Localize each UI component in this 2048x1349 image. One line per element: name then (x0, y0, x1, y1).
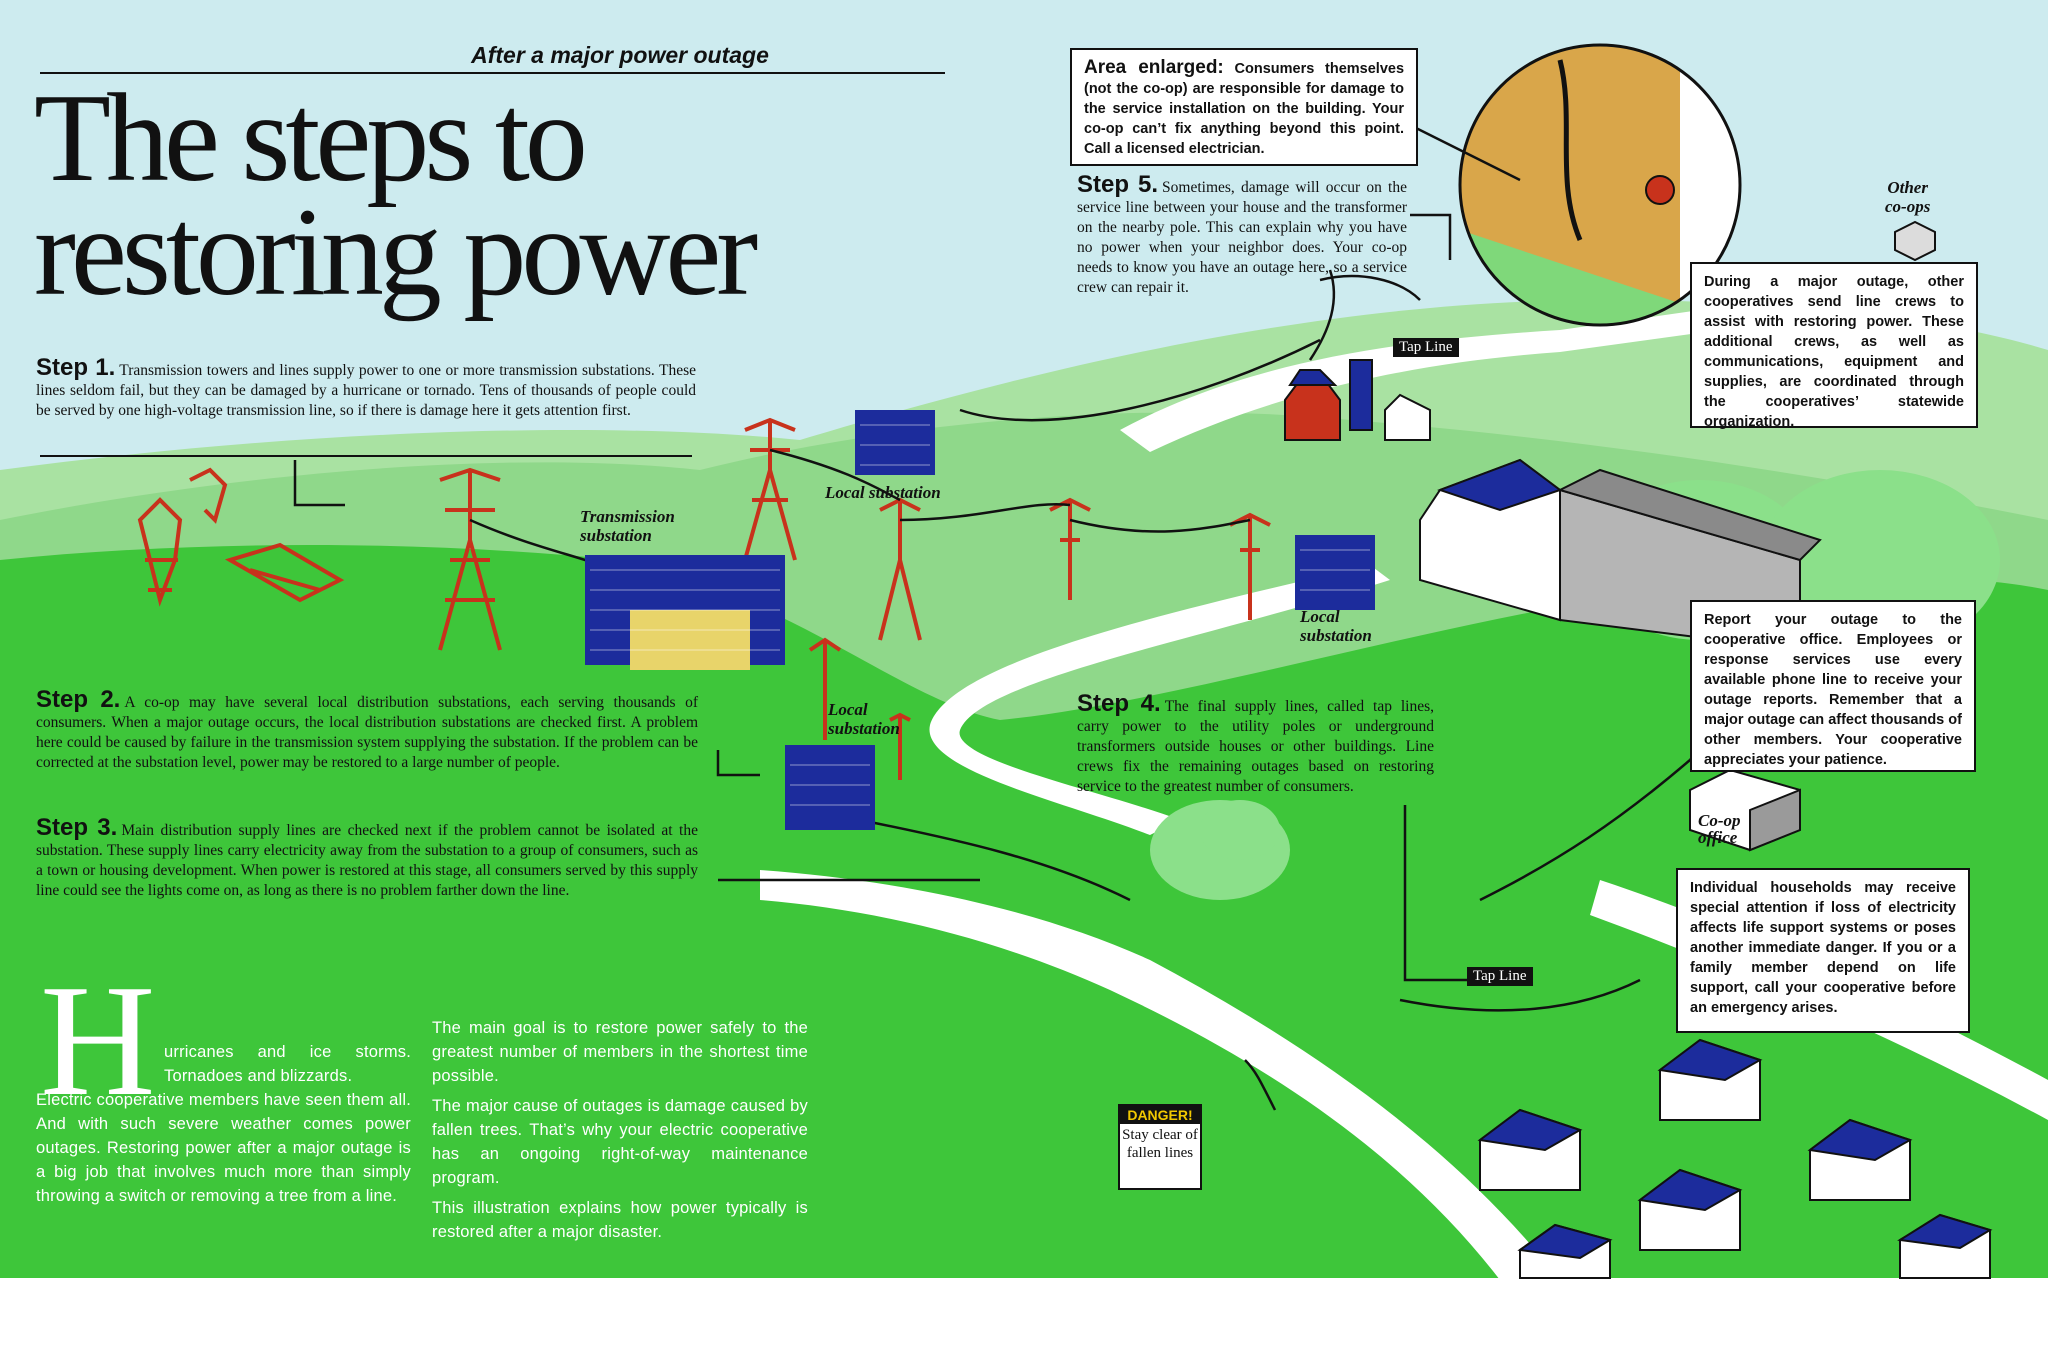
other-coops-building (1894, 220, 1936, 262)
pointer-lines (293, 123, 1521, 1111)
intro-col2: The main goal is to restore power safely… (432, 1016, 808, 1250)
coop-office-building (1689, 768, 1801, 852)
title-line-1: The steps to (34, 69, 588, 208)
report-outage-callout: Report your outage to the cooperative of… (1690, 600, 1976, 772)
area-enlarged-callout: Area enlarged: Consumers themselves (not… (1070, 48, 1418, 166)
road-lower (760, 870, 1560, 1280)
intro-col2-para-2: The major cause of outages is damage cau… (432, 1097, 808, 1187)
label-coop-office: Co-op office (1698, 811, 1741, 847)
substation-lattice (590, 424, 1370, 806)
road-upper (1120, 310, 1720, 452)
kicker: After a major power outage (471, 42, 769, 68)
label-local-substation-mid: Local substation (828, 700, 900, 738)
area-enlarged-text: Consumers themselves (not the co-op) are… (1084, 61, 1405, 157)
transmission-towers (137, 417, 1271, 780)
grass-left (0, 700, 760, 1280)
step-5-text: Sometimes, damage will occur on the serv… (1077, 179, 1407, 296)
intro-col2-para-3: This illustration explains how power typ… (432, 1199, 808, 1241)
drop-cap: H (40, 951, 156, 1129)
other-coops-callout: During a major outage, other cooperative… (1690, 262, 1978, 430)
intro-col2-para-1: The main goal is to restore power safely… (432, 1019, 808, 1085)
kicker-rule (40, 72, 945, 74)
step-4-lead: Step 4. (1077, 690, 1161, 717)
step-4: Step 4.The final supply lines, called ta… (1077, 692, 1434, 797)
area-enlarged-lead: Area enlarged: (1084, 57, 1224, 78)
step-5-lead: Step 5. (1077, 171, 1159, 198)
step-3-text: Main distribution supply lines are check… (36, 822, 698, 899)
step-1-text: Transmission towers and lines supply pow… (36, 362, 696, 419)
title-line-2: restoring power (34, 183, 758, 322)
step-2-lead: Step 2. (36, 686, 121, 713)
tap-line-label-lower: Tap Line (1467, 967, 1533, 986)
step-3-lead: Step 3. (36, 814, 118, 841)
zoom-circle-outline (1458, 43, 1742, 327)
step-1: Step 1.Transmission towers and lines sup… (36, 356, 696, 421)
danger-tag: DANGER! (1120, 1106, 1200, 1124)
danger-message: Stay clear of fallen lines (1122, 1127, 1198, 1161)
step-5: Step 5.Sometimes, damage will occur on t… (1077, 173, 1407, 298)
step-4-text: The final supply lines, called tap lines… (1077, 698, 1434, 795)
step-1-lead: Step 1. (36, 354, 116, 381)
households-callout: Individual households may receive specia… (1676, 868, 1970, 1033)
label-other-coops: Other co-ops (1885, 178, 1931, 216)
label-local-substation-top: Local substation (825, 483, 941, 502)
houses (1477, 1038, 1993, 1279)
page-title: The steps to restoring power (34, 69, 758, 322)
town (1419, 458, 1822, 652)
intro-col1-rest: Electric cooperative members have seen t… (36, 1091, 411, 1205)
step-2: Step 2.A co-op may have several local di… (36, 688, 698, 773)
step-2-text: A co-op may have several local distribut… (36, 694, 698, 771)
farm (1284, 359, 1431, 441)
danger-sign: DANGER! Stay clear of fallen lines (1118, 1104, 1202, 1190)
label-transmission-substation: Transmission substation (580, 507, 675, 545)
label-local-substation-right: Local substation (1300, 607, 1372, 645)
step-1-rule (40, 455, 692, 457)
tap-line-label-upper: Tap Line (1393, 338, 1459, 357)
intro-col1-first: urricanes and ice storms. Tornadoes and … (164, 1043, 411, 1085)
bottom-margin (0, 1278, 2048, 1349)
step-3: Step 3.Main distribution supply lines ar… (36, 816, 698, 901)
